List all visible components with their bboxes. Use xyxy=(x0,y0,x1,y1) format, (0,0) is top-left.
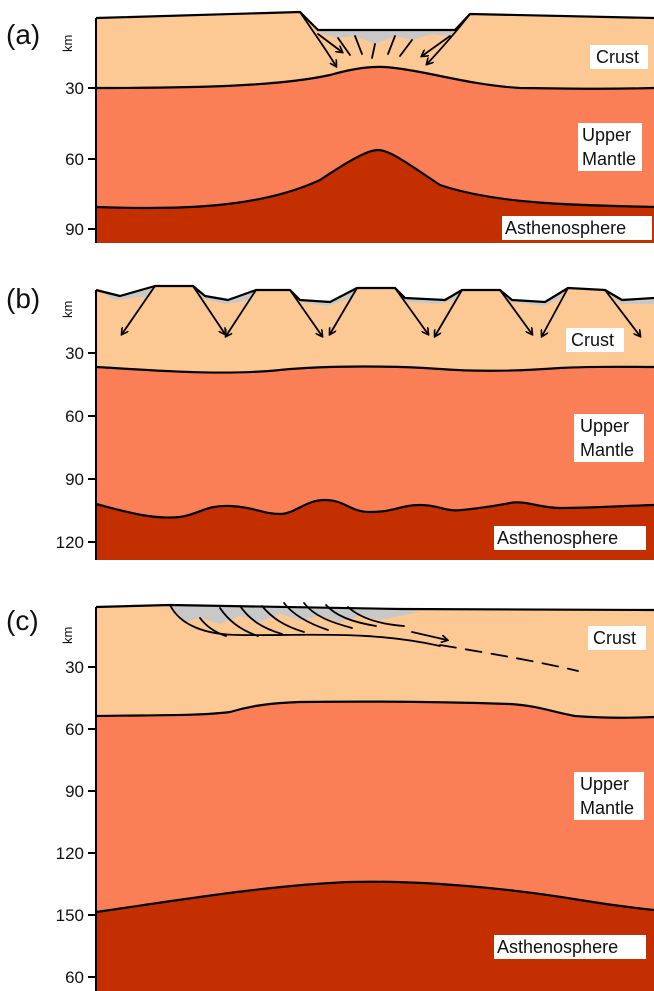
tick-c-6: 60 xyxy=(65,968,84,987)
tick-a-2: 60 xyxy=(65,150,84,169)
crust-layer-c xyxy=(96,605,654,718)
tick-c-4: 120 xyxy=(56,844,84,863)
tick-b-2: 60 xyxy=(65,407,84,426)
upper-mantle-layer-a xyxy=(96,66,654,209)
crust-layer-b xyxy=(96,286,654,373)
mantle-label-c-line2: Mantle xyxy=(580,798,634,818)
panel-label-b: (b) xyxy=(6,283,40,314)
mantle-label-b-line2: Mantle xyxy=(580,440,634,460)
panel-label-a: (a) xyxy=(6,19,40,50)
mantle-label-b-line1: Upper xyxy=(580,416,629,436)
crust-label-c: Crust xyxy=(593,628,636,648)
asthenosphere-layer-c xyxy=(96,881,654,991)
tick-c-2: 60 xyxy=(65,720,84,739)
crust-label-b: Crust xyxy=(571,330,614,350)
basin-fill-a xyxy=(318,30,455,44)
tick-c-5: 150 xyxy=(56,906,84,925)
upper-mantle-layer-c xyxy=(96,701,654,912)
tick-b-4: 120 xyxy=(56,533,84,552)
faults-a xyxy=(299,11,471,66)
tick-c-1: 30 xyxy=(65,658,84,677)
panel-b: (b) km xyxy=(6,283,654,560)
depth-unit-c: km xyxy=(60,627,75,644)
mantle-label-a-line2: Mantle xyxy=(582,149,636,169)
crust-label-a: Crust xyxy=(596,47,639,67)
depth-unit-a: km xyxy=(60,35,75,52)
tick-a-1: 30 xyxy=(65,79,84,98)
depth-unit-b: km xyxy=(60,301,75,318)
asthenosphere-label-c: Asthenosphere xyxy=(497,937,618,957)
faults-c xyxy=(169,602,579,672)
panel-a: (a) km 30 60 90 xyxy=(6,10,654,243)
upper-mantle-layer-b xyxy=(96,366,654,518)
mantle-label-c-line1: Upper xyxy=(580,774,629,794)
tick-b-3: 90 xyxy=(65,470,84,489)
asthenosphere-label-b: Asthenosphere xyxy=(497,528,618,548)
asthenosphere-label-a: Asthenosphere xyxy=(505,218,626,238)
tick-b-1: 30 xyxy=(65,344,84,363)
mantle-label-a-line1: Upper xyxy=(582,125,631,145)
faults-b xyxy=(122,285,640,336)
panel-c: (c) km xyxy=(6,602,654,991)
panel-label-c: (c) xyxy=(6,605,39,636)
crust-layer-a xyxy=(96,12,654,89)
tick-a-3: 90 xyxy=(65,220,84,239)
tick-c-3: 90 xyxy=(65,782,84,801)
